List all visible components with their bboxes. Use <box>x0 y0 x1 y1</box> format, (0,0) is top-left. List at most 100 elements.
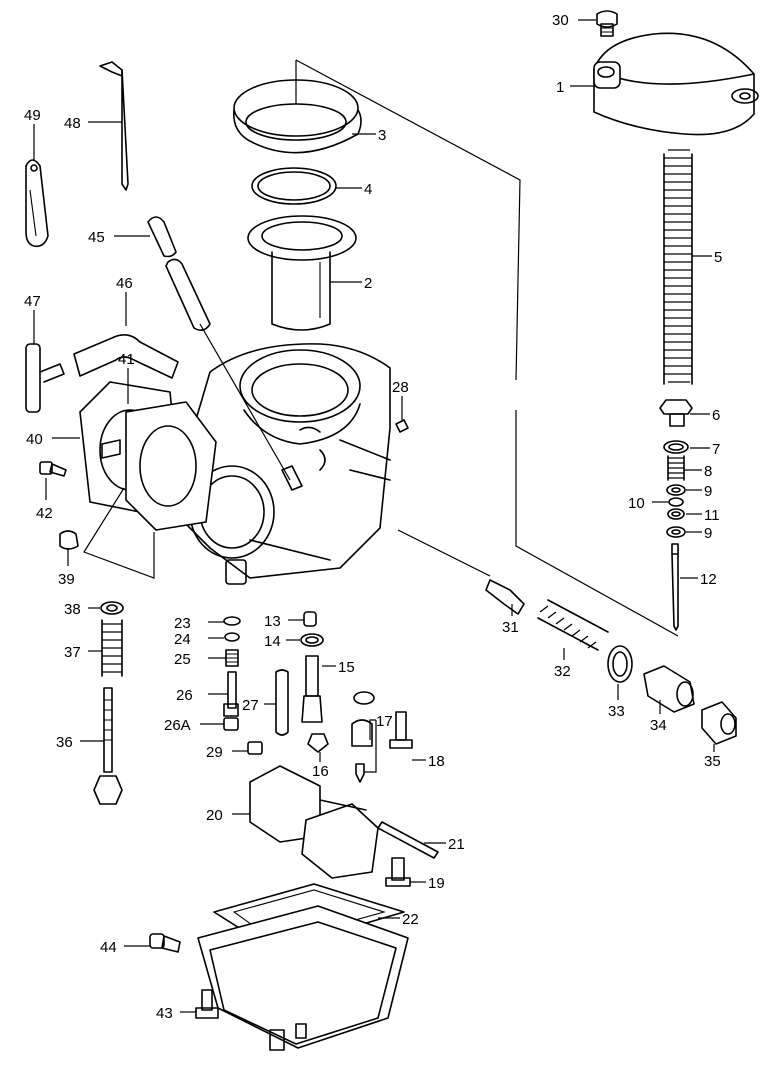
part-46-hose <box>73 334 179 379</box>
callout-2: 2 <box>364 275 372 292</box>
part-31-screw <box>485 579 525 615</box>
callout-labels: 30 1 49 48 3 4 45 5 2 47 46 41 28 6 40 7… <box>24 12 722 1022</box>
callout-49: 49 <box>24 107 41 124</box>
callout-22: 22 <box>402 911 419 928</box>
callout-16: 16 <box>312 763 329 780</box>
part-float-bowl <box>197 905 409 1051</box>
part-48-rod <box>99 61 129 191</box>
callout-27: 27 <box>242 697 259 714</box>
callout-20: 20 <box>206 807 223 824</box>
callout-26A: 26A <box>164 717 191 734</box>
callout-30: 30 <box>552 12 569 29</box>
part-14-oring <box>300 633 324 647</box>
part-47-tee <box>25 343 65 413</box>
part-39-cap <box>59 530 79 550</box>
callout-15: 15 <box>338 659 355 676</box>
callout-39: 39 <box>58 571 75 588</box>
part-35-cap <box>701 701 737 745</box>
callout-37: 37 <box>64 644 81 661</box>
callout-24: 24 <box>174 631 191 648</box>
callout-9-lower: 9 <box>704 525 712 542</box>
callout-11: 11 <box>704 507 720 524</box>
part-6-holder <box>659 399 693 427</box>
callout-36: 36 <box>56 734 73 751</box>
part-24-washer <box>224 632 240 642</box>
callout-47: 47 <box>24 293 41 310</box>
callout-33: 33 <box>608 703 625 720</box>
part-18-screw <box>389 711 413 749</box>
part-19-screw <box>385 857 411 887</box>
part-13-cap <box>303 611 317 627</box>
callout-6: 6 <box>712 407 720 424</box>
callout-34: 34 <box>650 717 667 734</box>
callout-40: 40 <box>26 431 43 448</box>
callout-5: 5 <box>714 249 722 266</box>
callout-19: 19 <box>428 875 445 892</box>
part-29-jet <box>247 741 263 755</box>
part-3-cap <box>232 79 362 154</box>
callout-9-upper: 9 <box>704 483 712 500</box>
callout-21: 21 <box>448 836 465 853</box>
part-38-washer <box>100 601 124 615</box>
part-7-washer <box>663 440 689 454</box>
part-21-pin <box>377 821 439 859</box>
part-17-needle-valve <box>351 691 375 783</box>
callout-43: 43 <box>156 1005 173 1022</box>
callout-13: 13 <box>264 613 281 630</box>
part-8-spring <box>667 455 685 481</box>
part-4-oring <box>251 167 337 205</box>
part-30-screw <box>596 10 618 37</box>
part-49-clip <box>25 159 49 248</box>
part-27-jet <box>275 669 289 736</box>
callout-25: 25 <box>174 651 191 668</box>
part-26a-jet <box>223 717 239 731</box>
part-28-screw <box>395 419 409 433</box>
callout-31: 31 <box>502 619 519 636</box>
leader-lines <box>33 19 715 1013</box>
callout-4: 4 <box>364 181 372 198</box>
callout-18: 18 <box>428 753 445 770</box>
callout-29: 29 <box>206 744 223 761</box>
callout-23: 23 <box>174 615 191 632</box>
callout-35: 35 <box>704 753 721 770</box>
callout-3: 3 <box>378 127 386 144</box>
part-45-hose <box>147 216 211 332</box>
part-20-float <box>249 765 379 879</box>
callout-26: 26 <box>176 687 193 704</box>
part-5-spring <box>663 149 693 385</box>
part-9-washer-b <box>666 526 686 538</box>
callout-12: 12 <box>700 571 717 588</box>
callout-48: 48 <box>64 115 81 132</box>
callout-42: 42 <box>36 505 53 522</box>
callout-32: 32 <box>554 663 571 680</box>
callout-10: 10 <box>628 495 645 512</box>
callout-44: 44 <box>100 939 117 956</box>
part-1-top-cover <box>593 32 759 136</box>
part-32-spring <box>537 599 609 651</box>
part-36-screw <box>93 687 123 805</box>
callout-46: 46 <box>116 275 133 292</box>
part-40-41-adaptor <box>79 381 217 531</box>
callout-17: 17 <box>376 713 393 730</box>
part-34-plunger <box>643 665 695 713</box>
part-33-oring <box>607 645 633 683</box>
callout-1: 1 <box>556 79 564 96</box>
callout-7: 7 <box>712 441 720 458</box>
callout-45: 45 <box>88 229 105 246</box>
callout-8: 8 <box>704 463 712 480</box>
part-11-spacer <box>667 508 685 520</box>
callout-38: 38 <box>64 601 81 618</box>
part-12-needle <box>671 543 679 631</box>
part-37-spring <box>101 619 123 677</box>
part-44-screw <box>149 933 181 953</box>
callout-14: 14 <box>264 633 281 650</box>
part-42-screw <box>39 461 67 477</box>
part-26-jet <box>223 671 239 717</box>
part-2-slide <box>247 215 357 331</box>
part-9-washer-a <box>666 484 686 496</box>
part-carburetor-body <box>169 343 391 585</box>
part-25-jet <box>225 649 239 667</box>
part-43-screw <box>195 989 219 1019</box>
part-10-clip <box>668 497 684 507</box>
